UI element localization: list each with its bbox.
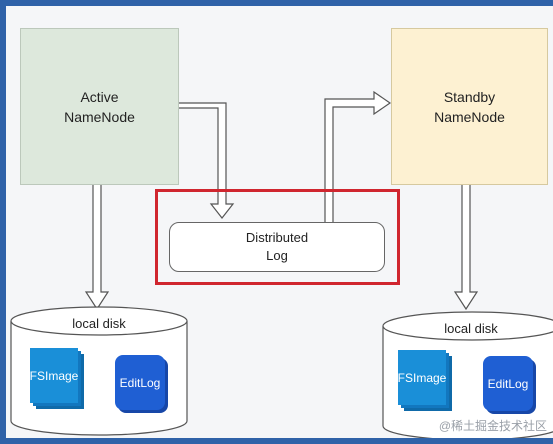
watermark: @稀土掘金技术社区 <box>438 419 547 433</box>
standby-namenode: Standby NameNode <box>391 28 548 185</box>
left-editlog-icon: EditLog <box>115 355 165 410</box>
left-disk-label: local disk <box>72 316 126 331</box>
left-fsimage-label: FSImage <box>29 368 79 383</box>
left-fsimage-icon: FSImage <box>30 348 78 403</box>
right-fsimage-label: FSImage <box>397 370 447 385</box>
standby-namenode-label-1: Standby <box>443 88 496 105</box>
left-local-disk: local disk FSImage EditLog <box>11 307 187 437</box>
distributed-log-label-1: Distributed <box>245 230 309 245</box>
active-to-disk-arrow <box>84 184 110 311</box>
left-editlog-label: EditLog <box>119 375 161 390</box>
active-namenode-label-1: Active <box>80 88 119 105</box>
right-local-disk: local disk FSImage EditLog <box>383 312 553 438</box>
distributed-log: Distributed Log <box>169 222 385 272</box>
highlight-box <box>155 189 400 285</box>
standby-to-disk-arrow <box>453 184 479 311</box>
standby-namenode-label-2: NameNode <box>434 108 505 125</box>
right-disk-label: local disk <box>444 321 498 336</box>
active-namenode: Active NameNode <box>20 28 179 185</box>
right-editlog-icon: EditLog <box>483 356 533 411</box>
active-namenode-label-2: NameNode <box>64 108 135 125</box>
distributed-log-label-2: Log <box>266 248 288 263</box>
right-editlog-label: EditLog <box>487 376 529 391</box>
diagram-canvas: Active NameNode Standby NameNode Distrib… <box>6 6 553 438</box>
log-to-standby-arrow <box>324 90 392 222</box>
right-fsimage-icon: FSImage <box>398 350 446 405</box>
